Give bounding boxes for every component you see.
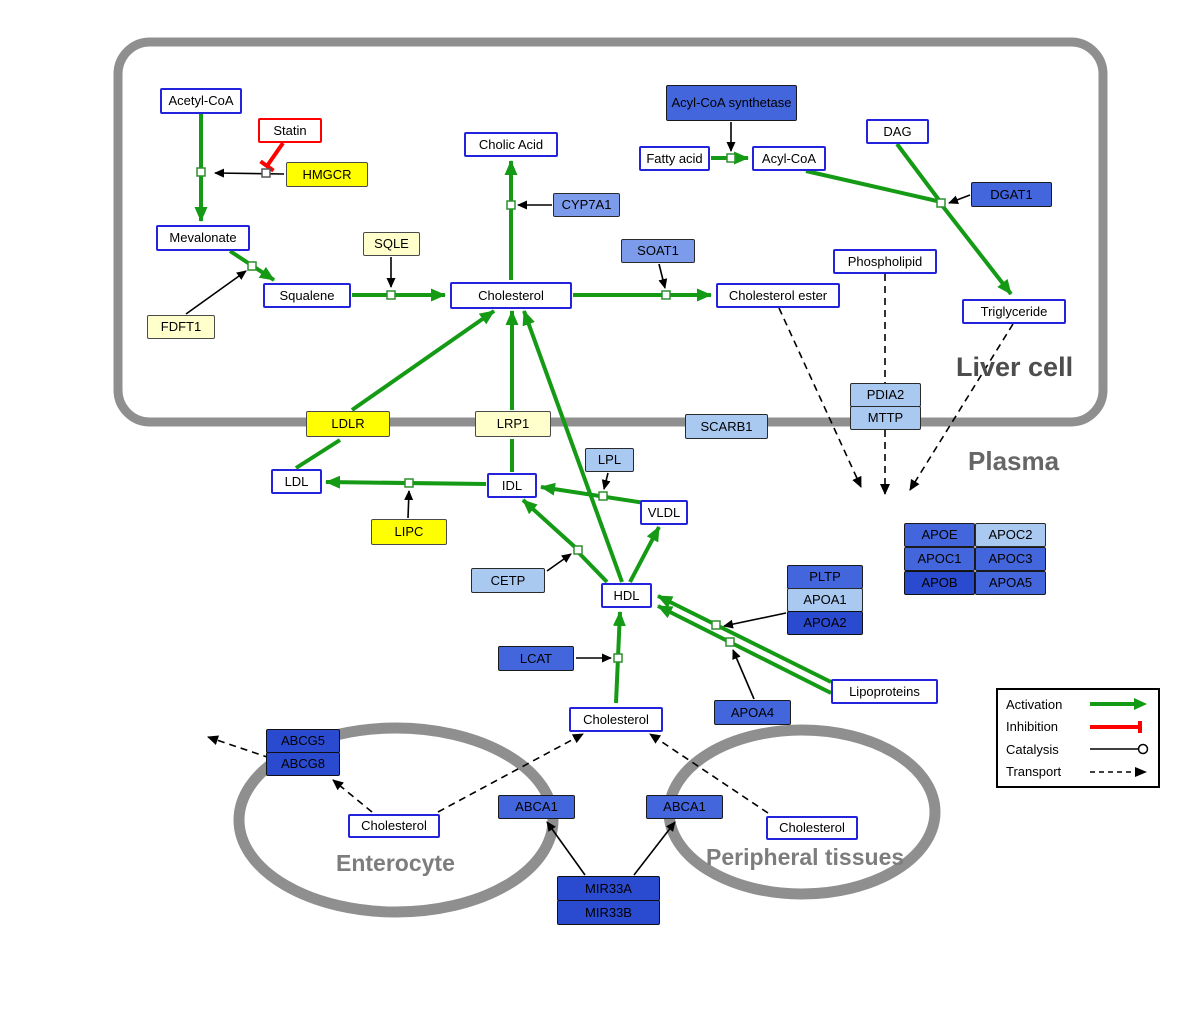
node-cholesterol-peripheral[interactable]: Cholesterol [766, 816, 858, 840]
legend-row-activation: Activation [1006, 696, 1150, 712]
catalysis-circle-icon [1090, 744, 1149, 755]
node-apoe[interactable]: APOE [904, 523, 975, 547]
enterocyte-label: Enterocyte [336, 850, 455, 876]
node-cyp7a1[interactable]: CYP7A1 [553, 193, 620, 217]
node-apoa4[interactable]: APOA4 [714, 700, 791, 725]
peripheral-tissues-label: Peripheral tissues [706, 844, 905, 870]
node-cholesterol-liver[interactable]: Cholesterol [450, 282, 572, 309]
legend-transport-label: Transport [1006, 764, 1062, 780]
node-apoa2[interactable]: APOA2 [787, 611, 863, 635]
catalysis-edges [185, 122, 971, 876]
node-mevalonate[interactable]: Mevalonate [156, 225, 250, 251]
activation-arrow-icon [1090, 698, 1147, 710]
node-hmgcr[interactable]: HMGCR [286, 162, 368, 187]
node-mir33b[interactable]: MIR33B [557, 900, 660, 925]
node-phospholipid[interactable]: Phospholipid [833, 249, 937, 274]
node-pltp[interactable]: PLTP [787, 565, 863, 589]
node-abca1-right[interactable]: ABCA1 [646, 795, 723, 819]
node-cholic-acid[interactable]: Cholic Acid [464, 132, 558, 157]
node-idl[interactable]: IDL [487, 473, 537, 498]
node-ldlr[interactable]: LDLR [306, 411, 390, 437]
node-abcg8[interactable]: ABCG8 [266, 752, 340, 776]
liver-cell-outline [113, 37, 1108, 427]
legend-inhibition-label: Inhibition [1006, 719, 1059, 735]
node-acetyl-coa[interactable]: Acetyl-CoA [160, 88, 242, 114]
node-dgat1[interactable]: DGAT1 [971, 182, 1052, 207]
legend-row-catalysis: Catalysis [1006, 741, 1150, 757]
node-abca1-left[interactable]: ABCA1 [498, 795, 575, 819]
legend-row-inhibition: Inhibition [1006, 719, 1150, 735]
node-apob[interactable]: APOB [904, 571, 975, 595]
node-cetp[interactable]: CETP [471, 568, 545, 593]
node-apoc1[interactable]: APOC1 [904, 547, 975, 571]
liver-cell-label: Liver cell [956, 352, 1074, 382]
node-squalene[interactable]: Squalene [263, 283, 351, 308]
enterocyte-outline [233, 722, 559, 918]
legend: Activation Inhibition Catalysis Transpor… [996, 688, 1160, 788]
node-vldl[interactable]: VLDL [640, 500, 688, 525]
node-fatty-acid[interactable]: Fatty acid [639, 146, 710, 171]
node-soat1[interactable]: SOAT1 [621, 239, 695, 263]
inhibition-edge [259, 141, 285, 173]
node-dag[interactable]: DAG [866, 119, 929, 144]
node-apoc2[interactable]: APOC2 [975, 523, 1046, 547]
inhibition-tbar-icon [1090, 720, 1142, 733]
legend-catalysis-label: Catalysis [1006, 741, 1059, 757]
node-apoa5[interactable]: APOA5 [975, 571, 1046, 595]
node-cholesterol-ester[interactable]: Cholesterol ester [716, 283, 840, 308]
node-lipc[interactable]: LIPC [371, 519, 447, 545]
node-pdia2[interactable]: PDIA2 [850, 383, 921, 407]
legend-activation-label: Activation [1006, 696, 1063, 712]
node-scarb1[interactable]: SCARB1 [685, 414, 768, 439]
node-cholesterol-enterocyte[interactable]: Cholesterol [348, 814, 440, 838]
activation-edges [194, 113, 1013, 704]
node-statin[interactable]: Statin [258, 118, 322, 143]
node-fdft1[interactable]: FDFT1 [147, 315, 215, 339]
node-lpl[interactable]: LPL [585, 448, 634, 472]
node-abcg5[interactable]: ABCG5 [266, 729, 340, 753]
node-sqle[interactable]: SQLE [363, 232, 420, 256]
node-cholesterol-plasma[interactable]: Cholesterol [569, 707, 663, 732]
node-mir33a[interactable]: MIR33A [557, 876, 660, 901]
node-apoa1[interactable]: APOA1 [787, 588, 863, 612]
node-hdl[interactable]: HDL [601, 583, 652, 608]
legend-row-transport: Transport [1006, 764, 1150, 780]
node-acyl-coa[interactable]: Acyl-CoA [752, 146, 826, 171]
plasma-label: Plasma [968, 446, 1060, 476]
node-apoc3[interactable]: APOC3 [975, 547, 1046, 571]
node-lcat[interactable]: LCAT [498, 646, 574, 671]
transport-dashed-arrow-icon [1090, 766, 1147, 777]
reaction-anchors [196, 153, 946, 663]
node-ldl[interactable]: LDL [271, 469, 322, 494]
node-lrp1[interactable]: LRP1 [475, 411, 551, 437]
node-lipoproteins[interactable]: Lipoproteins [831, 679, 938, 704]
node-mttp[interactable]: MTTP [850, 406, 921, 430]
node-acyl-coa-synthetase[interactable]: Acyl-CoA synthetase [666, 85, 797, 121]
node-triglyceride[interactable]: Triglyceride [962, 299, 1066, 324]
